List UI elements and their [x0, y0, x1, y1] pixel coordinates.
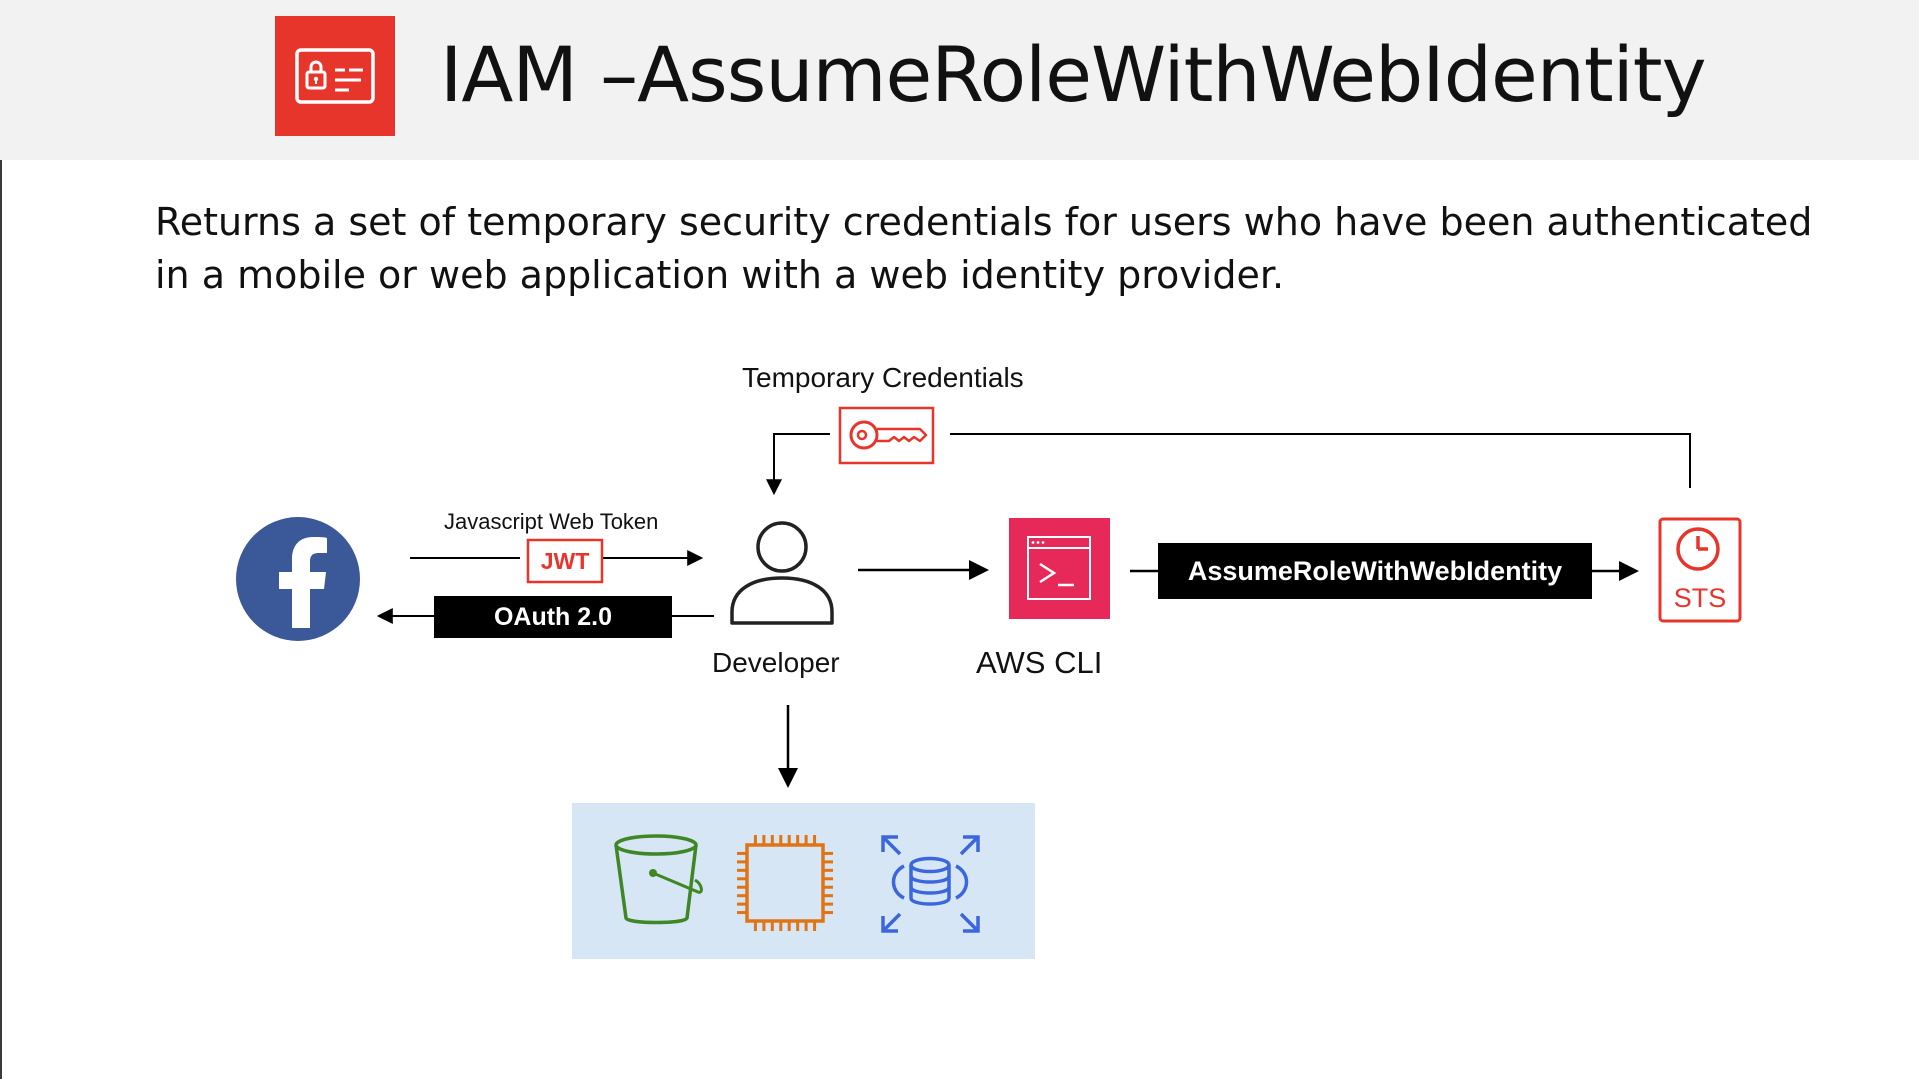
description-line-2: in a mobile or web application with a we… [155, 253, 1285, 297]
ec2-chip-icon [737, 835, 833, 931]
credentials-to-developer-arrow [766, 433, 830, 496]
javascript-web-token-label: Javascript Web Token [444, 509, 659, 534]
s3-bucket-icon [614, 834, 703, 925]
iam-identity-card-icon [275, 16, 395, 136]
description: Returns a set of temporary security cred… [155, 196, 1815, 302]
jwt-badge-label: JWT [540, 548, 590, 574]
user-icon [730, 521, 834, 625]
terminal-icon [1009, 518, 1110, 619]
rds-database-icon [881, 835, 980, 933]
page-title: IAM –AssumeRoleWithWebIdentity [440, 30, 1707, 119]
assume-role-label: AssumeRoleWithWebIdentity [1158, 543, 1592, 599]
temporary-credentials-label: Temporary Credentials [742, 362, 1024, 393]
jwt-badge [526, 538, 604, 584]
developer-label: Developer [712, 647, 840, 678]
key-icon [838, 406, 935, 465]
aws-services-panel [572, 803, 1035, 959]
left-border [0, 0, 2, 1079]
sts-to-credentials-line [950, 433, 1691, 488]
sts-clock-icon [1658, 517, 1742, 623]
aws-cli-label: AWS CLI [976, 645, 1103, 680]
facebook-icon [236, 517, 360, 641]
sts-label: STS [1673, 583, 1727, 613]
oauth-label: OAuth 2.0 [434, 596, 672, 638]
description-line-1: Returns a set of temporary security cred… [155, 200, 1813, 244]
